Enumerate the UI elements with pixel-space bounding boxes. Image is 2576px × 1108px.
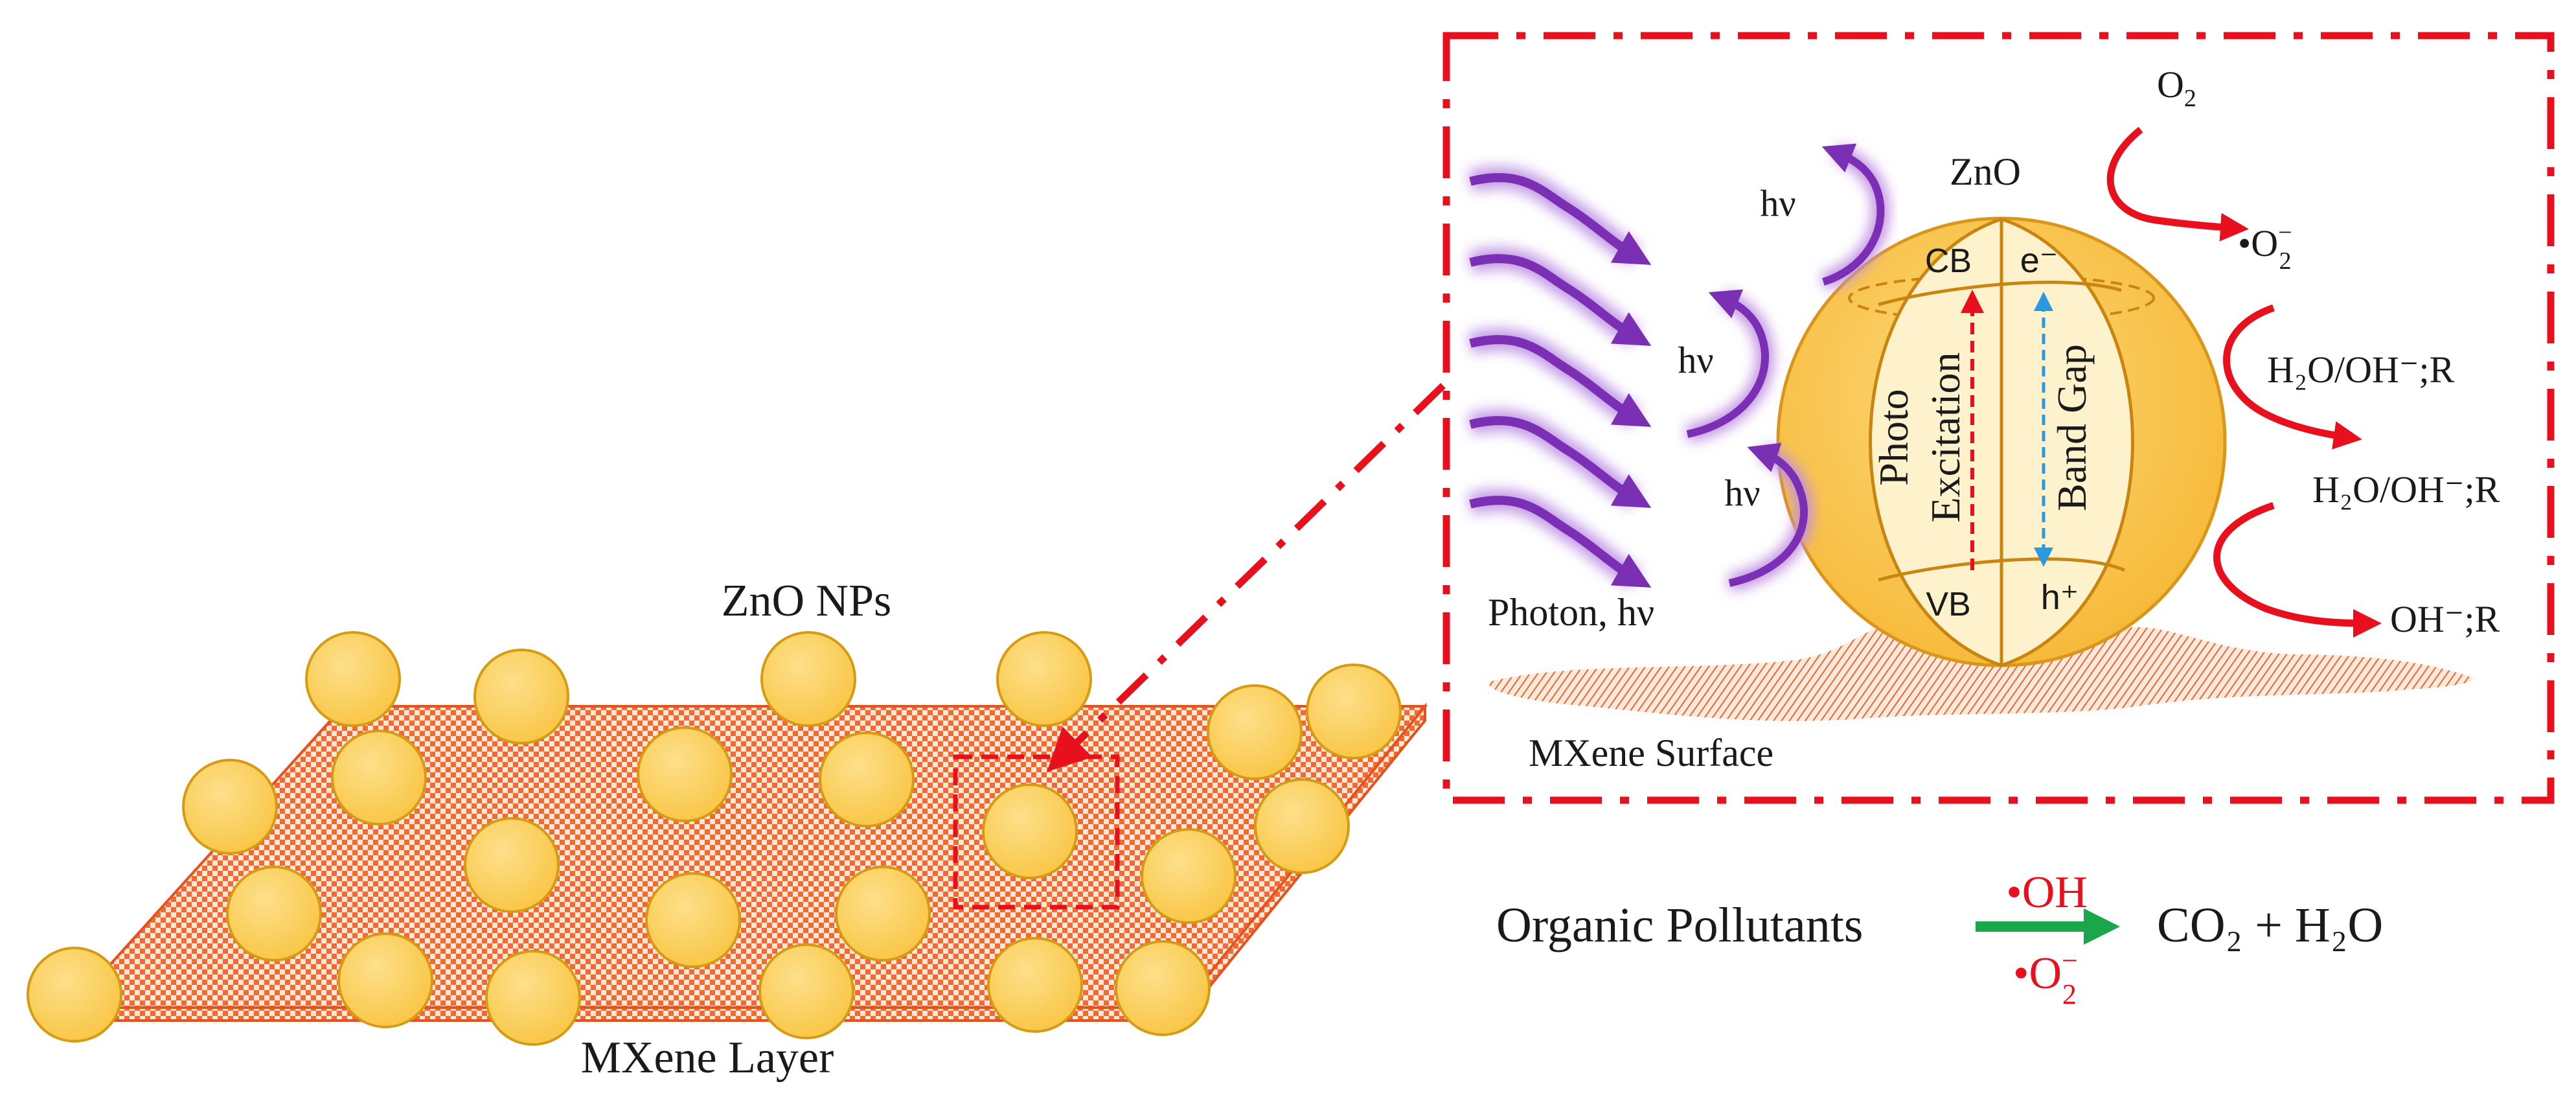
reaction-below-sup: − [2062, 945, 2078, 976]
zno-nanoparticle [1207, 684, 1303, 780]
reaction-above-arrow: •OH [2006, 868, 2088, 918]
zno-nanoparticle [331, 730, 427, 825]
label-excitation: Excitation [1922, 352, 1968, 522]
zoom-panel-border [1442, 32, 2555, 804]
label-hv-low: hν [1724, 472, 1760, 514]
label-mxene-surface: MXene Surface [1529, 732, 1773, 774]
sphere-equator [1848, 274, 2155, 322]
zno-nanoparticle [758, 943, 854, 1039]
zno-nanoparticle [760, 631, 856, 727]
photon-wave [1469, 173, 1652, 265]
sphere-divider-vb [1878, 557, 2125, 582]
label-o2-sub: 2 [2184, 85, 2196, 112]
photon-wave [1469, 335, 1652, 427]
reaction-below-base: •O [2013, 949, 2062, 998]
label-electron: e⁻ [2020, 241, 2058, 280]
label-superoxide: •O−2 [2238, 219, 2292, 275]
zno-nanoparticle [337, 932, 433, 1028]
hv-arc-low-core [1728, 443, 1808, 587]
label-vb: VB [1926, 586, 1970, 623]
zno-nanoparticle [182, 759, 278, 855]
label-hv-top: hν [1760, 182, 1795, 224]
reaction-equation: Organic Pollutants •OH •O−2 CO₂ + H₂O [1496, 868, 2383, 1010]
hv-arc-top-core [1821, 143, 1885, 286]
label-hydroxide: OH⁻;R [2390, 598, 2500, 640]
reaction-product: CO₂ + H₂O [2157, 898, 2383, 952]
water-oxidation-arrow-2 [2213, 502, 2382, 638]
label-hole: h⁺ [2041, 578, 2079, 617]
zno-nanoparticle [226, 866, 322, 962]
selection-box [953, 754, 1120, 910]
reaction-below-arrow: •O−2 [2013, 945, 2078, 1010]
label-cb: CB [1925, 242, 1972, 280]
label-band-gap: Band Gap [2049, 344, 2095, 511]
zno-nanoparticle [987, 937, 1083, 1033]
reaction-below-sub: 2 [2062, 978, 2077, 1010]
label-superoxide-sub: 2 [2279, 248, 2292, 275]
zno-sphere: CB e⁻ VB h⁺ Photo Excitation Band Gap [1776, 216, 2227, 667]
label-photo: Photo [1871, 389, 1917, 485]
zno-nanoparticle [485, 950, 581, 1046]
zno-nanoparticle [473, 649, 569, 744]
reaction-reactant: Organic Pollutants [1496, 898, 1863, 952]
water-oxidation-arrow-1 [2223, 304, 2362, 450]
zno-nanoparticles [27, 631, 1402, 1046]
hv-emission-arcs [1685, 143, 1889, 592]
sphere-divider-cb [1878, 281, 2122, 306]
zno-nanoparticle [305, 631, 401, 727]
label-superoxide-base: •O [2238, 222, 2278, 264]
zoom-connector-line [1047, 383, 1446, 772]
label-o2: O2 [2157, 63, 2196, 112]
photon-wave [1469, 496, 1652, 588]
label-water-2: H₂O/OH⁻;R [2312, 468, 2500, 511]
zno-nanoparticle [1254, 778, 1350, 874]
o2-reduction-arrow [2106, 126, 2249, 242]
zno-nanoparticle [996, 631, 1092, 727]
zno-nanoparticle [1306, 664, 1402, 759]
zno-nanoparticle [835, 866, 931, 962]
photon-wave [1469, 254, 1652, 346]
mxene-surface [1488, 627, 2474, 721]
hv-arc-mid-core [1686, 289, 1769, 438]
label-superoxide-sup: − [2278, 219, 2292, 246]
zno-nanoparticle [645, 872, 741, 968]
zno-nanoparticle [27, 947, 122, 1043]
photon-wave [1469, 416, 1652, 508]
label-o2-base: O [2157, 63, 2184, 106]
label-zno: ZnO [1950, 150, 2021, 193]
label-hv-mid: hν [1678, 339, 1713, 381]
label-zno-nps: ZnO NPs [722, 576, 892, 626]
label-mxene-layer: MXene Layer [581, 1033, 834, 1083]
label-photon: Photon, hν [1488, 591, 1654, 634]
photon-waves [1467, 167, 1652, 588]
zno-nanoparticle [637, 726, 733, 822]
redox-arrows [2106, 126, 2382, 638]
zno-nanoparticle [1115, 940, 1211, 1036]
zno-nanoparticle [982, 783, 1078, 879]
zno-nanoparticle [464, 817, 560, 913]
zno-nanoparticle [819, 732, 915, 827]
zno-nanoparticle [1141, 828, 1237, 924]
label-water-1: H₂O/OH⁻;R [2267, 349, 2455, 391]
